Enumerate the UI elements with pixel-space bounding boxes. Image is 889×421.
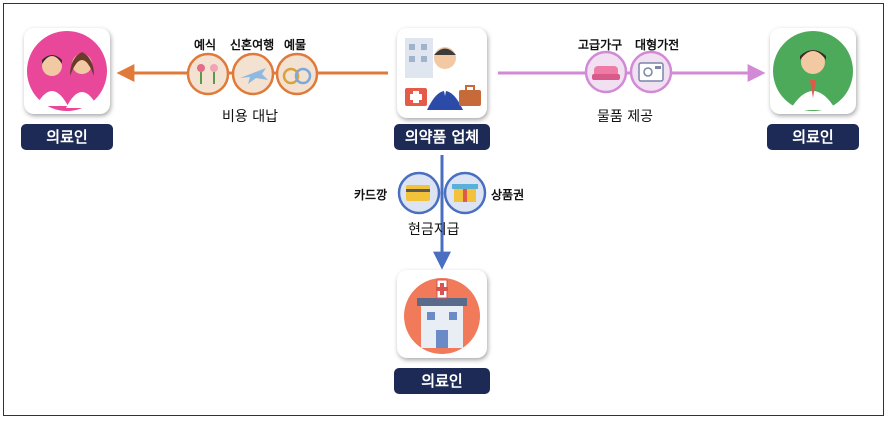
credit-card-icon bbox=[397, 171, 441, 215]
down-caption: 현금지급 bbox=[408, 222, 460, 238]
right-doctor-card bbox=[770, 28, 856, 114]
male-doctor-icon bbox=[773, 31, 853, 111]
right-doctor-label: 의료인 bbox=[767, 124, 859, 150]
gift-voucher-icon bbox=[443, 171, 487, 215]
left-doctor-card bbox=[24, 28, 110, 114]
businessman-icon bbox=[405, 38, 481, 110]
rings-icon bbox=[275, 52, 319, 96]
left-item-honeymoon: 신혼여행 bbox=[230, 38, 275, 52]
right-caption: 물품 제공 bbox=[597, 109, 653, 125]
wedding-flower-icon bbox=[186, 52, 230, 96]
left-item-wedding: 예식 bbox=[194, 38, 217, 52]
pharma-company-card bbox=[397, 28, 487, 118]
left-caption: 비용 대납 bbox=[222, 109, 278, 125]
down-item-card: 카드깡 bbox=[354, 188, 388, 202]
hospital-label: 의료인 bbox=[394, 368, 490, 394]
right-item-furniture: 고급가구 bbox=[578, 38, 623, 52]
hospital-card bbox=[397, 270, 487, 358]
doctor-couple-icon bbox=[27, 31, 107, 111]
hospital-icon bbox=[404, 278, 480, 354]
right-item-appliance: 대형가전 bbox=[635, 38, 680, 52]
sofa-icon bbox=[584, 50, 628, 94]
left-item-rings: 예물 bbox=[284, 38, 307, 52]
appliance-icon bbox=[629, 50, 673, 94]
down-item-voucher: 상품권 bbox=[491, 188, 525, 202]
pharma-company-label: 의약품 업체 bbox=[394, 124, 490, 150]
airplane-icon bbox=[231, 52, 275, 96]
left-doctor-label: 의료인 bbox=[21, 124, 113, 150]
